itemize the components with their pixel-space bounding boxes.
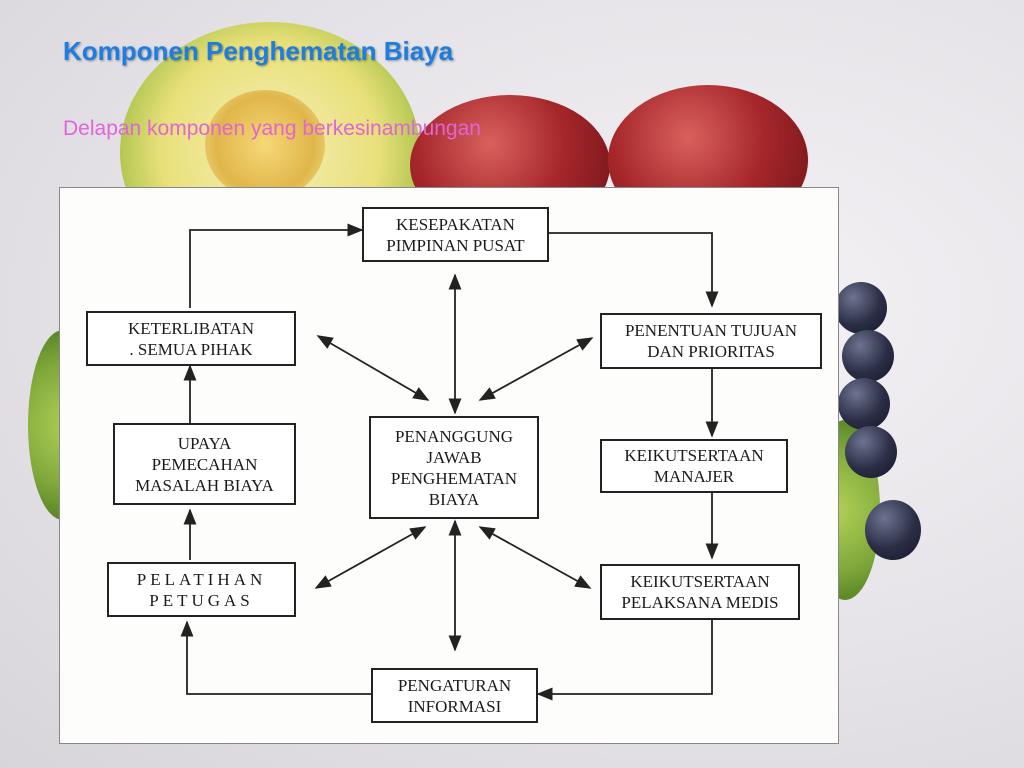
node-penentuan-tujuan: PENENTUAN TUJUAN DAN PRIORITAS (600, 313, 822, 369)
node-keikutsertaan-manajer: KEIKUTSERTAAN MANAJER (600, 439, 788, 493)
melon-seeds-image (205, 90, 325, 200)
slide-subtitle: Delapan komponen yang berkesinambungan (63, 117, 481, 140)
node-upaya-pemecahan-masalah: UPAYA PEMECAHAN MASALAH BIAYA (113, 423, 296, 505)
grape-image (838, 378, 890, 430)
node-keikutsertaan-pelaksana-medis: KEIKUTSERTAAN PELAKSANA MEDIS (600, 564, 800, 620)
radial-arrow (478, 337, 594, 401)
cycle-arrow (180, 620, 371, 695)
grape-image (842, 330, 894, 382)
node-penanggung-jawab: PENANGGUNG JAWAB PENGHEMATAN BIAYA (369, 416, 539, 519)
node-pengaturan-informasi: PENGATURAN INFORMASI (371, 668, 538, 723)
grape-image (835, 282, 887, 334)
cycle-arrow (549, 232, 719, 308)
diagram-connectors (180, 223, 719, 701)
cycle-arrow (189, 223, 364, 308)
radial-arrow (314, 526, 427, 589)
cost-saving-diagram: KESEPAKATAN PIMPINAN PUSAT PENENTUAN TUJ… (59, 187, 839, 744)
grape-image (845, 426, 897, 478)
node-kesepakatan-pimpinan-pusat: KESEPAKATAN PIMPINAN PUSAT (362, 207, 549, 262)
cycle-arrow (536, 620, 713, 701)
node-keterlibatan-semua-pihak: KETERLIBATAN . SEMUA PIHAK (86, 311, 296, 366)
radial-arrow (478, 526, 592, 589)
node-pelatihan-petugas: PELATIHAN PETUGAS (107, 562, 296, 617)
slide-title: Komponen Penghematan Biaya (63, 36, 454, 66)
grape-image (865, 500, 921, 560)
radial-arrow (316, 335, 430, 401)
